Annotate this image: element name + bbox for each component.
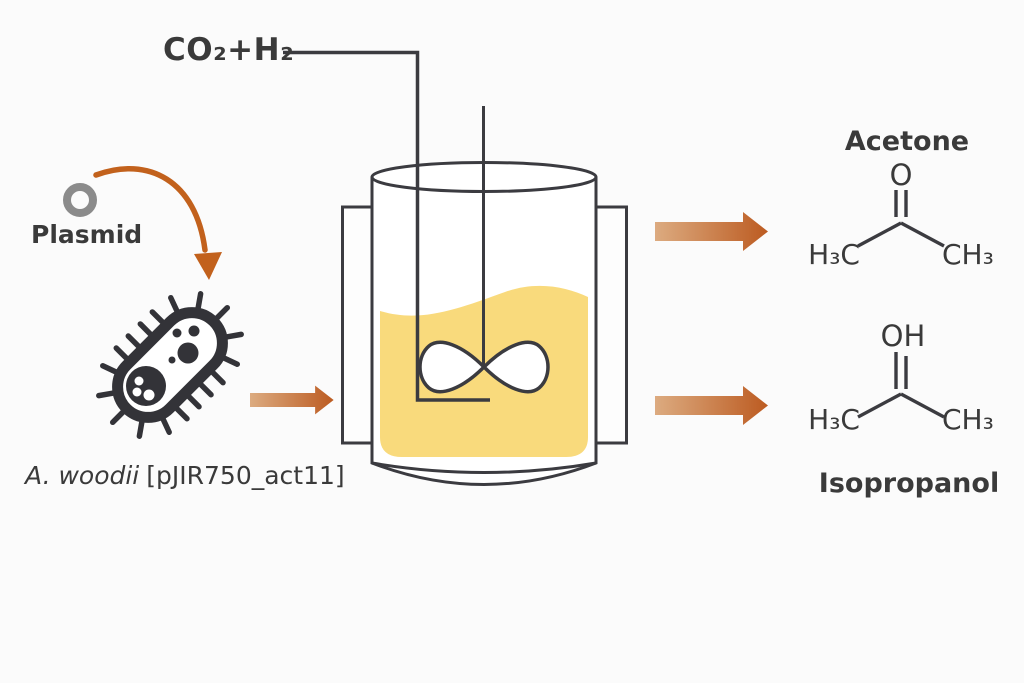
isopropanol-bonds <box>857 352 945 419</box>
acetone-bonds <box>857 190 945 248</box>
stirred-tank-bioreactor-icon <box>283 50 628 486</box>
strain-plasmid-name: [pJIR750_act11] <box>146 461 345 490</box>
isopropanol-left-methyl: H₃C <box>808 403 860 436</box>
reactor-left-plate <box>341 205 374 445</box>
acetone-oxygen-atom: O <box>889 158 913 192</box>
isopropanol-hydroxyl-group: OH <box>880 319 926 353</box>
plasmid-label: Plasmid <box>31 220 143 249</box>
output-arrow-isopropanol <box>655 386 768 425</box>
plasmid-ring-icon <box>63 183 97 217</box>
acetone-right-methyl: CH₃ <box>942 238 994 271</box>
strain-label: A. woodii[pJIR750_act11] <box>25 461 345 491</box>
isopropanol-right-methyl: CH₃ <box>942 403 994 436</box>
acetone-left-methyl: H₃C <box>808 238 860 271</box>
bacterium-icon <box>96 291 244 439</box>
plasmid-insertion-arrow <box>93 165 222 280</box>
gas-input-label: CO₂+H₂ <box>163 32 295 68</box>
output-arrow-acetone <box>655 212 768 251</box>
reactor-liquid <box>380 285 588 457</box>
reactor-right-plate <box>594 205 628 445</box>
impeller-icon <box>418 340 550 394</box>
gas-pipe <box>283 50 490 402</box>
acetone-title: Acetone <box>844 126 970 157</box>
strain-species-name: A. woodii <box>25 461 140 490</box>
feed-arrow <box>250 385 334 415</box>
reactor-bottom-rim <box>371 461 597 474</box>
isopropanol-title: Isopropanol <box>818 468 1000 499</box>
